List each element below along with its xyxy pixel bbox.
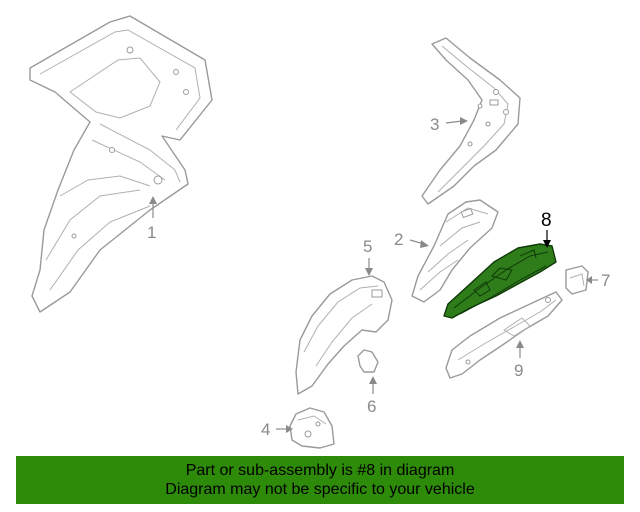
callout-4-label: 4 <box>261 420 270 439</box>
part-1-inner-quarter-panel[interactable] <box>29 15 213 313</box>
callout-3-label: 3 <box>430 115 439 134</box>
callout-4[interactable]: 4 <box>261 420 293 439</box>
notice-banner: Part or sub-assembly is #8 in diagram Di… <box>16 456 624 504</box>
callout-8-label: 8 <box>541 210 552 231</box>
callout-5-label: 5 <box>363 237 372 256</box>
callout-6[interactable]: 6 <box>367 376 377 416</box>
callout-2-label: 2 <box>394 230 403 249</box>
callout-2[interactable]: 2 <box>394 230 429 249</box>
callout-5[interactable]: 5 <box>363 237 373 276</box>
callout-1-label: 1 <box>147 223 156 242</box>
part-8-rail-highlighted[interactable] <box>443 243 557 319</box>
callout-7-label: 7 <box>601 271 610 290</box>
part-2-reinforcement[interactable] <box>411 199 499 303</box>
part-7-clip[interactable] <box>565 265 589 295</box>
part-6-small-bracket[interactable] <box>357 349 379 373</box>
callout-9-label: 9 <box>514 361 523 380</box>
callout-9[interactable]: 9 <box>514 340 524 380</box>
banner-line-1: Part or sub-assembly is #8 in diagram <box>185 462 455 479</box>
part-9-bracket[interactable] <box>445 291 563 379</box>
callout-1[interactable]: 1 <box>147 196 157 242</box>
callout-3[interactable]: 3 <box>430 115 468 134</box>
parts-diagram: 1 3 2 8 7 5 9 6 <box>29 15 610 449</box>
callout-7[interactable]: 7 <box>586 271 610 290</box>
callout-8[interactable]: 8 <box>541 210 552 248</box>
banner-line-2: Diagram may not be specific to your vehi… <box>165 481 475 498</box>
part-3-pillar[interactable] <box>421 37 521 205</box>
part-4-lower-bracket[interactable] <box>289 407 335 449</box>
callout-6-label: 6 <box>367 397 376 416</box>
part-5-wheelhouse-extension[interactable] <box>295 275 393 395</box>
